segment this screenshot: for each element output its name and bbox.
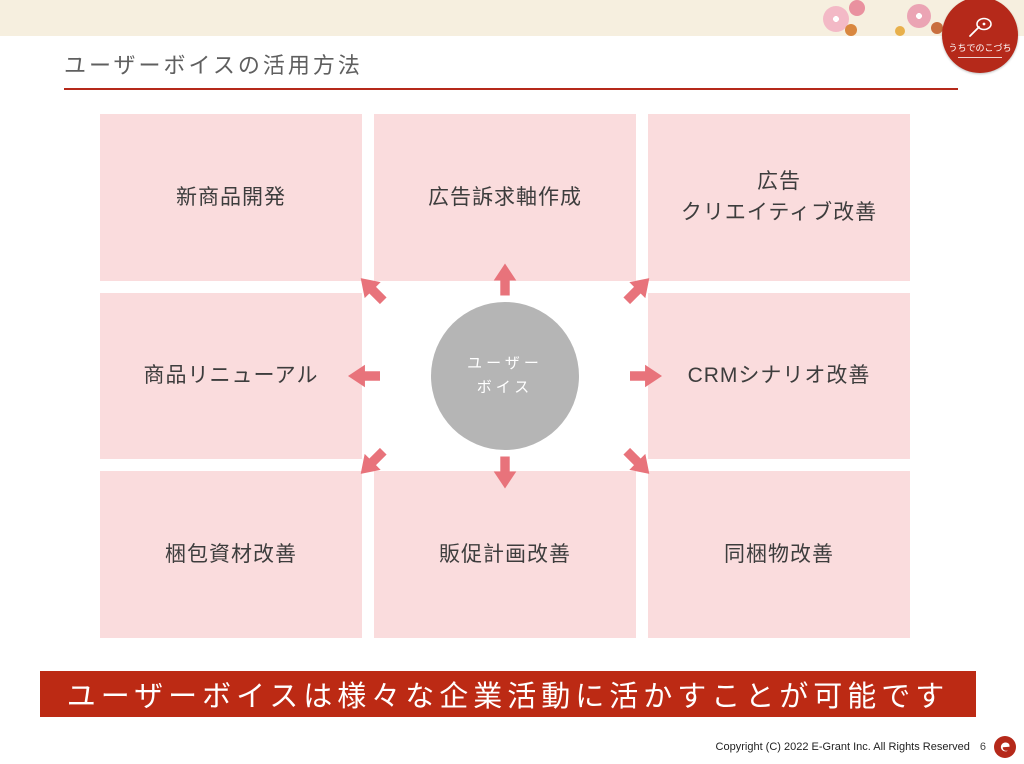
cell-packaging-material-improvement: 梱包資材改善: [100, 471, 362, 638]
arrow-down-icon: [493, 456, 517, 489]
page-number: 6: [979, 741, 986, 753]
footer-logo-icon: [994, 736, 1016, 758]
arrow-left-icon: [348, 364, 380, 388]
cell-product-renewal: 商品リニューアル: [100, 292, 362, 460]
arrow-up-left-icon: [360, 277, 387, 304]
user-voice-circle: ユーザー ボイス: [431, 301, 579, 450]
company-logo: うちでのこづち: [942, 0, 1018, 73]
title-underline: [64, 88, 958, 90]
diagram-center: ユーザー ボイス: [348, 263, 662, 489]
page-title: ユーザーボイスの活用方法: [64, 53, 363, 78]
logo-divider: [958, 56, 1002, 58]
arrow-down-right-icon: [623, 448, 650, 475]
cell-crm-scenario-improvement: CRMシナリオ改善: [648, 292, 910, 460]
cell-bundled-item-improvement: 同梱物改善: [648, 471, 910, 638]
arrow-up-icon: [493, 263, 517, 296]
circle-label-line2: ボイス: [476, 378, 534, 396]
cell-sales-promotion-plan-improvement: 販促計画改善: [374, 471, 636, 638]
conclusion-banner: ユーザーボイスは様々な企業活動に活かすことが可能です: [40, 671, 976, 717]
top-band: [0, 0, 1024, 36]
cell-ad-appeal-axis: 広告訴求軸作成: [374, 114, 636, 281]
copyright-text: Copyright (C) 2022 E-Grant Inc. All Righ…: [715, 741, 970, 753]
mallet-icon: [969, 17, 992, 37]
cell-ad-creative-improvement: 広告 クリエイティブ改善: [648, 114, 910, 281]
arrow-up-right-icon: [623, 277, 650, 304]
logo-text: うちでのこづち: [948, 42, 1012, 53]
arrow-down-left-icon: [360, 448, 387, 475]
cell-new-product-development: 新商品開発: [100, 114, 362, 281]
diagram-grid: 新商品開発 広告訴求軸作成 広告 クリエイティブ改善 商品リニューアル ユーザー…: [100, 114, 910, 638]
arrow-right-icon: [630, 364, 662, 388]
circle-label-line1: ユーザー: [467, 354, 543, 372]
floral-decoration-icon: [815, 0, 950, 42]
footer: Copyright (C) 2022 E-Grant Inc. All Righ…: [716, 736, 1016, 758]
